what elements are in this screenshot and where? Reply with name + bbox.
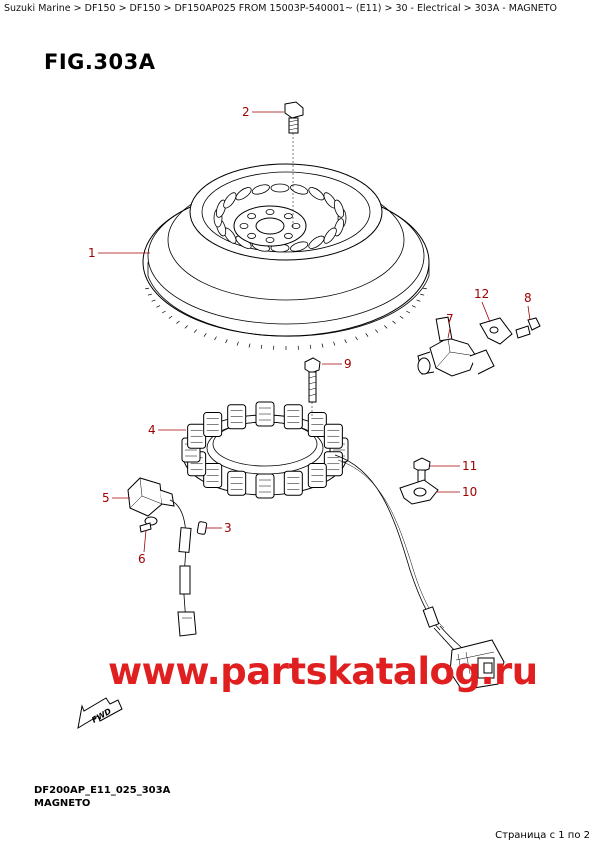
figure-name: MAGNETO xyxy=(34,798,91,809)
watermark: www.partskatalog.ru xyxy=(108,650,538,693)
sensor-clamp xyxy=(479,317,513,345)
callout-3[interactable]: 3 xyxy=(224,521,232,535)
fwd-arrow-icon: FWD xyxy=(77,697,123,729)
flywheel-ring-gear xyxy=(145,287,427,350)
clamp-bolt xyxy=(413,457,431,483)
page-counter: Страница с 1 по 2 xyxy=(495,830,590,841)
callout-6[interactable]: 6 xyxy=(138,552,146,566)
stator-coils xyxy=(181,401,349,499)
callout-8[interactable]: 8 xyxy=(524,291,532,305)
dowel-pin xyxy=(196,521,208,535)
figure-title: FIG.303A xyxy=(44,50,156,74)
stator-harness xyxy=(334,454,465,655)
callouts: 2 1 12 8 7 9 4 11 10 5 3 6 xyxy=(88,105,532,566)
callout-4[interactable]: 4 xyxy=(148,423,156,437)
callout-11[interactable]: 11 xyxy=(462,459,477,473)
callout-1[interactable]: 1 xyxy=(88,246,96,260)
harness-clamp xyxy=(399,479,439,505)
flywheel-bolt-holes xyxy=(239,208,301,243)
crank-sensor xyxy=(417,316,495,377)
figure-code: DF200AP_E11_025_303A xyxy=(34,785,171,796)
callout-2[interactable]: 2 xyxy=(242,105,250,119)
callout-7[interactable]: 7 xyxy=(446,312,454,326)
callout-9[interactable]: 9 xyxy=(344,357,352,371)
pulser-coil xyxy=(127,477,175,517)
flywheel xyxy=(142,163,430,350)
callout-10[interactable]: 10 xyxy=(462,485,477,499)
flywheel-bolt xyxy=(284,101,304,228)
sensor-screw xyxy=(515,317,541,339)
stator-bolt xyxy=(304,357,321,418)
pulser-screw xyxy=(139,516,158,533)
pulser-harness xyxy=(169,499,197,637)
stator-connector xyxy=(449,639,505,691)
callout-5[interactable]: 5 xyxy=(102,491,110,505)
callout-12[interactable]: 12 xyxy=(474,287,489,301)
flywheel-fins xyxy=(213,183,347,253)
stator xyxy=(181,401,349,499)
breadcrumb: Suzuki Marine > DF150 > DF150 > DF150AP0… xyxy=(4,3,558,14)
